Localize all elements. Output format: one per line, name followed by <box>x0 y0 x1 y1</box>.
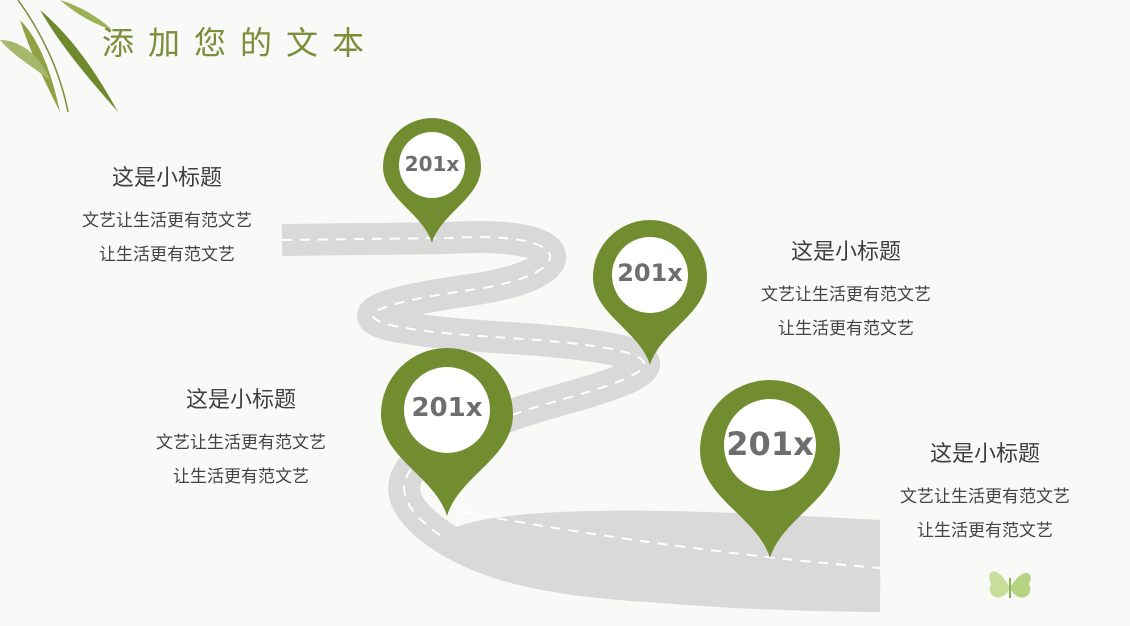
milestone-pin-2: 201x <box>593 220 707 365</box>
milestone-line: 文艺让生活更有范文艺 <box>900 487 1070 507</box>
milestone-text-4: 这是小标题 文艺让生活更有范文艺 让生活更有范文艺 <box>880 436 1090 548</box>
milestone-heading: 这是小标题 <box>111 166 222 191</box>
milestone-year: 201x <box>411 393 483 423</box>
milestone-text-3: 这是小标题 文艺让生活更有范文艺 让生活更有范文艺 <box>136 382 346 494</box>
milestone-line: 让生活更有范文艺 <box>173 467 309 487</box>
milestone-text-1: 这是小标题 文艺让生活更有范文艺 让生活更有范文艺 <box>62 160 272 272</box>
milestone-text-2: 这是小标题 文艺让生活更有范文艺 让生活更有范文艺 <box>741 234 951 346</box>
milestone-heading: 这是小标题 <box>790 240 901 265</box>
map-pin-icon <box>381 348 513 516</box>
milestone-line: 文艺让生活更有范文艺 <box>761 285 931 305</box>
milestone-line: 文艺让生活更有范文艺 <box>156 433 326 453</box>
bamboo-leaf-icon <box>0 0 118 113</box>
milestone-line: 让生活更有范文艺 <box>778 319 914 339</box>
milestone-pin-1: 201x <box>383 118 481 243</box>
map-pin-icon <box>383 118 481 243</box>
milestone-year: 201x <box>404 152 460 176</box>
map-pin-icon <box>593 220 707 365</box>
milestone-line: 文艺让生活更有范文艺 <box>82 211 252 231</box>
map-pin-icon <box>700 380 840 558</box>
milestone-line: 让生活更有范文艺 <box>99 245 235 265</box>
milestone-pin-3: 201x <box>381 348 513 516</box>
milestone-heading: 这是小标题 <box>185 388 296 413</box>
milestone-heading: 这是小标题 <box>929 442 1040 467</box>
milestone-year: 201x <box>617 259 683 287</box>
butterfly-icon <box>989 571 1031 598</box>
milestone-pin-4: 201x <box>700 380 840 558</box>
milestone-year: 201x <box>726 425 814 463</box>
milestone-line: 让生活更有范文艺 <box>917 521 1053 541</box>
slide-title: 添加您的文本 <box>102 24 379 62</box>
